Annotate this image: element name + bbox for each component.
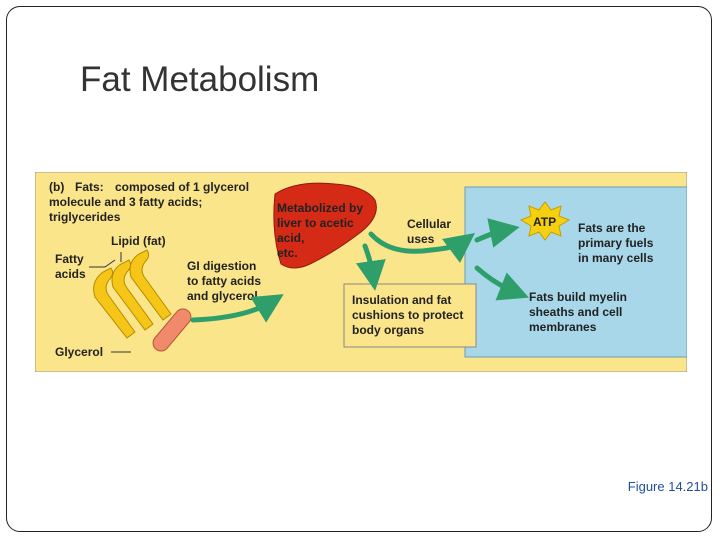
atp-star-icon <box>519 201 571 241</box>
arrow-to-myelin <box>474 265 529 301</box>
fuel-line-2: primary fuels <box>578 236 654 250</box>
lipid-label: Lipid (fat) <box>111 234 166 248</box>
fatty-acid-chains <box>93 249 172 339</box>
fuel-line-1: Fats are the <box>578 221 646 235</box>
liver-line-3: acid, <box>277 231 304 245</box>
fats-line-3: triglycerides <box>49 210 121 224</box>
panel-letter: (b) <box>49 180 64 194</box>
slide-title: Fat Metabolism <box>80 60 320 99</box>
fatty-acids-line-1: Fatty <box>55 252 84 266</box>
myelin-line-1: Fats build myelin <box>529 290 627 304</box>
arrow-to-cellular <box>368 231 476 263</box>
fatty-acids-line-2: acids <box>55 267 86 281</box>
fats-line-2: molecule and 3 fatty acids; <box>49 195 202 209</box>
myelin-line-3: membranes <box>529 320 597 334</box>
liver-line-2: liver to acetic <box>277 216 354 230</box>
liver-line-4: etc. <box>277 246 298 260</box>
insulation-line-2: cushions to protect <box>352 308 463 322</box>
gi-line-2: to fatty acids <box>187 274 261 288</box>
slide-frame <box>6 6 712 532</box>
cellular-uses-box <box>464 186 687 358</box>
gi-line-3: and glycerol <box>187 289 258 303</box>
arrow-to-insulation <box>356 243 386 291</box>
arrow-to-liver <box>190 294 284 323</box>
insulation-box <box>343 283 477 348</box>
figure-caption: Figure 14.21b <box>627 479 708 494</box>
insulation-line-1: Insulation and fat <box>352 293 451 307</box>
cellular-line-2: uses <box>407 232 435 246</box>
fat-metabolism-diagram: (b) Fats: composed of 1 glycerol molecul… <box>35 172 687 372</box>
glycerol-molecule <box>152 308 192 352</box>
myelin-line-2: sheaths and cell <box>529 305 622 319</box>
lipid-bracket <box>89 252 122 268</box>
cellular-line-1: Cellular <box>407 217 451 231</box>
gi-line-1: GI digestion <box>187 259 256 273</box>
liver-icon <box>273 182 377 269</box>
liver-line-1: Metabolized by <box>277 201 363 215</box>
arrow-to-atp <box>474 218 520 248</box>
fats-heading: Fats: <box>75 180 104 194</box>
atp-label: ATP <box>533 215 556 229</box>
glycerol-label: Glycerol <box>55 345 103 359</box>
insulation-line-3: body organs <box>352 323 424 337</box>
fuel-line-3: in many cells <box>578 251 654 265</box>
fats-line-1: composed of 1 glycerol <box>115 180 249 194</box>
